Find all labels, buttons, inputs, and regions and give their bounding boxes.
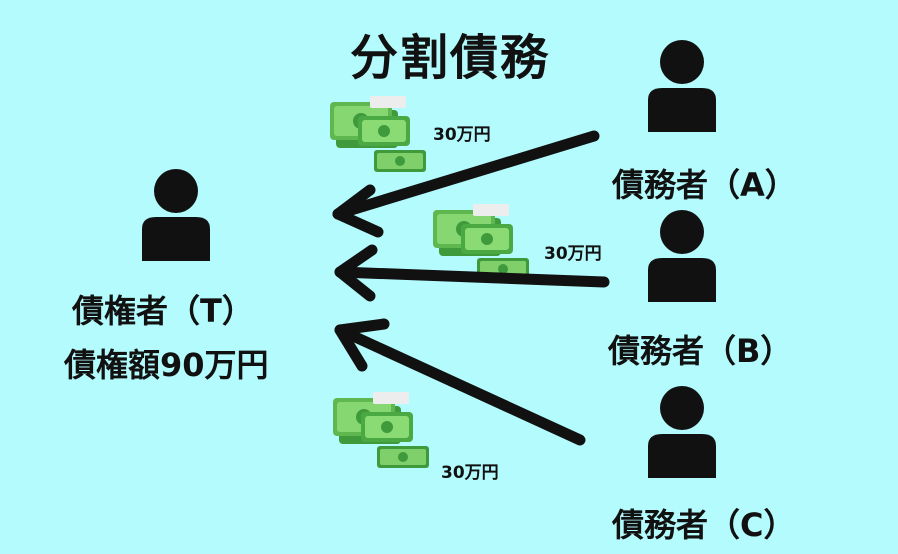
cash-stack-icon bbox=[333, 392, 429, 468]
creditor-claim: 債権額90万円 bbox=[64, 340, 269, 386]
amount-label-a: 30万円 bbox=[433, 120, 491, 145]
person-icon bbox=[648, 40, 716, 132]
cash-stack-icon bbox=[433, 204, 529, 280]
debtor-label-a: 債務者（A） bbox=[612, 160, 797, 206]
amount-label-b: 30万円 bbox=[544, 239, 602, 264]
creditor-label: 債権者（T） bbox=[72, 286, 254, 332]
amount-label-c: 30万円 bbox=[441, 458, 499, 483]
person-icon bbox=[648, 210, 716, 302]
debtor-label-b: 債務者（B） bbox=[608, 326, 792, 372]
person-icon bbox=[648, 386, 716, 478]
debtor-label-c: 債務者（C） bbox=[612, 500, 796, 546]
cash-stack-icon bbox=[330, 96, 426, 172]
person-icon bbox=[142, 169, 210, 261]
